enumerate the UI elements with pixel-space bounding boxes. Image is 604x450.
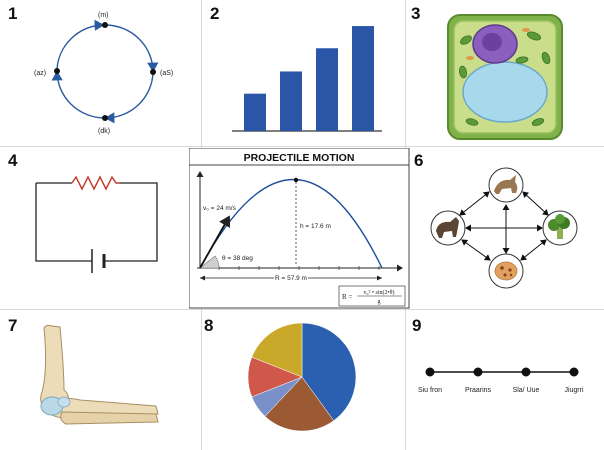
cycle-node — [54, 68, 60, 74]
divider-h2 — [0, 309, 604, 310]
plant-cell-illustration — [406, 0, 604, 146]
panel-number: 3 — [411, 4, 421, 23]
range-label: R = 57.9 m — [275, 275, 307, 282]
chloroplast — [531, 118, 545, 126]
pie-slice — [251, 322, 303, 378]
formula-numerator: v₀² • sin(2•θ) — [364, 289, 395, 296]
pie-slice — [301, 322, 357, 422]
panel-number: 2 — [210, 4, 220, 23]
height-label: h = 17.6 m — [300, 223, 331, 230]
panel-number: 4 — [8, 151, 18, 170]
broccoli-icon — [548, 214, 570, 239]
timeline-diagram: Siu fron Praarins Sla/ Uue Jiugrri — [406, 310, 604, 450]
fox-icon — [494, 175, 518, 194]
circuit-diagram — [0, 147, 201, 309]
cycle-label-bottom: (dk) — [98, 128, 110, 135]
chloroplast — [458, 65, 468, 79]
cycle-arc — [51, 70, 105, 119]
cycle-node — [102, 115, 108, 121]
cycle-arc — [104, 72, 154, 124]
cycle-label-top: (m) — [98, 12, 109, 19]
cycle-label-left: (az) — [34, 70, 46, 77]
goat-icon — [436, 217, 459, 238]
cycle-diagram: (m) (aS) (dk) (az) — [0, 0, 201, 146]
divider-h1 — [0, 146, 604, 147]
joint-cartilage — [57, 396, 71, 408]
angle-label: θ = 38 deg — [222, 255, 253, 262]
launch-angle-wedge — [199, 255, 220, 269]
radius-bone — [60, 411, 159, 425]
panel-number: 6 — [414, 151, 424, 170]
panel-number: 1 — [8, 4, 18, 23]
velocity-vector — [199, 215, 231, 269]
panel-number: 8 — [204, 316, 214, 335]
timeline-node — [425, 367, 435, 377]
nucleolus — [482, 33, 502, 51]
cycle-node — [102, 22, 108, 28]
formula-denominator: g — [378, 299, 381, 305]
bar — [352, 26, 374, 132]
chloroplast — [541, 51, 551, 65]
circuit-wire — [35, 183, 92, 262]
elbow-joint-illustration — [0, 310, 201, 450]
bar — [280, 71, 302, 131]
projectile-diagram: PROJECTILE MOTION v₀ = 24 m/ — [189, 148, 410, 310]
panel-number: 9 — [412, 316, 422, 335]
bar — [316, 48, 338, 131]
panel-number: 7 — [8, 316, 18, 335]
pie-slice — [264, 376, 335, 432]
timeline-node — [569, 367, 579, 377]
fungus-icon — [494, 261, 518, 281]
chloroplast — [465, 118, 479, 126]
timeline-label: Jiugrri — [564, 387, 584, 394]
cycle-arc — [105, 24, 159, 73]
food-web-diagram — [406, 147, 604, 309]
web-link — [522, 191, 549, 216]
cycle-label-right: (aS) — [160, 70, 173, 77]
web-link — [461, 239, 491, 261]
bar — [244, 93, 266, 131]
apex-point — [293, 177, 299, 183]
projectile-title: PROJECTILE MOTION — [244, 152, 355, 164]
mitochondrion — [522, 28, 530, 32]
chloroplast — [526, 31, 542, 41]
velocity-label: v₀ = 24 m/s — [203, 205, 237, 212]
circuit-wire — [104, 182, 158, 262]
chloroplast — [460, 35, 472, 45]
timeline-label: Praarins — [465, 387, 492, 394]
cycle-arc — [56, 19, 105, 71]
web-link — [459, 191, 490, 216]
timeline-label: Sla/ Uue — [513, 387, 540, 394]
timeline-node — [521, 367, 531, 377]
timeline-label: Siu fron — [418, 387, 442, 394]
humerus-bone — [40, 324, 69, 409]
chloroplast — [515, 56, 529, 64]
projectile-frame — [189, 148, 410, 309]
pie-chart — [202, 310, 405, 450]
cycle-node — [150, 69, 156, 75]
bar-chart — [202, 0, 405, 146]
vacuole — [462, 61, 548, 123]
timeline-node — [473, 367, 483, 377]
mitochondrion — [466, 56, 474, 60]
formula-lhs: R = — [342, 293, 352, 301]
resistor — [71, 175, 120, 191]
web-link — [520, 239, 547, 261]
